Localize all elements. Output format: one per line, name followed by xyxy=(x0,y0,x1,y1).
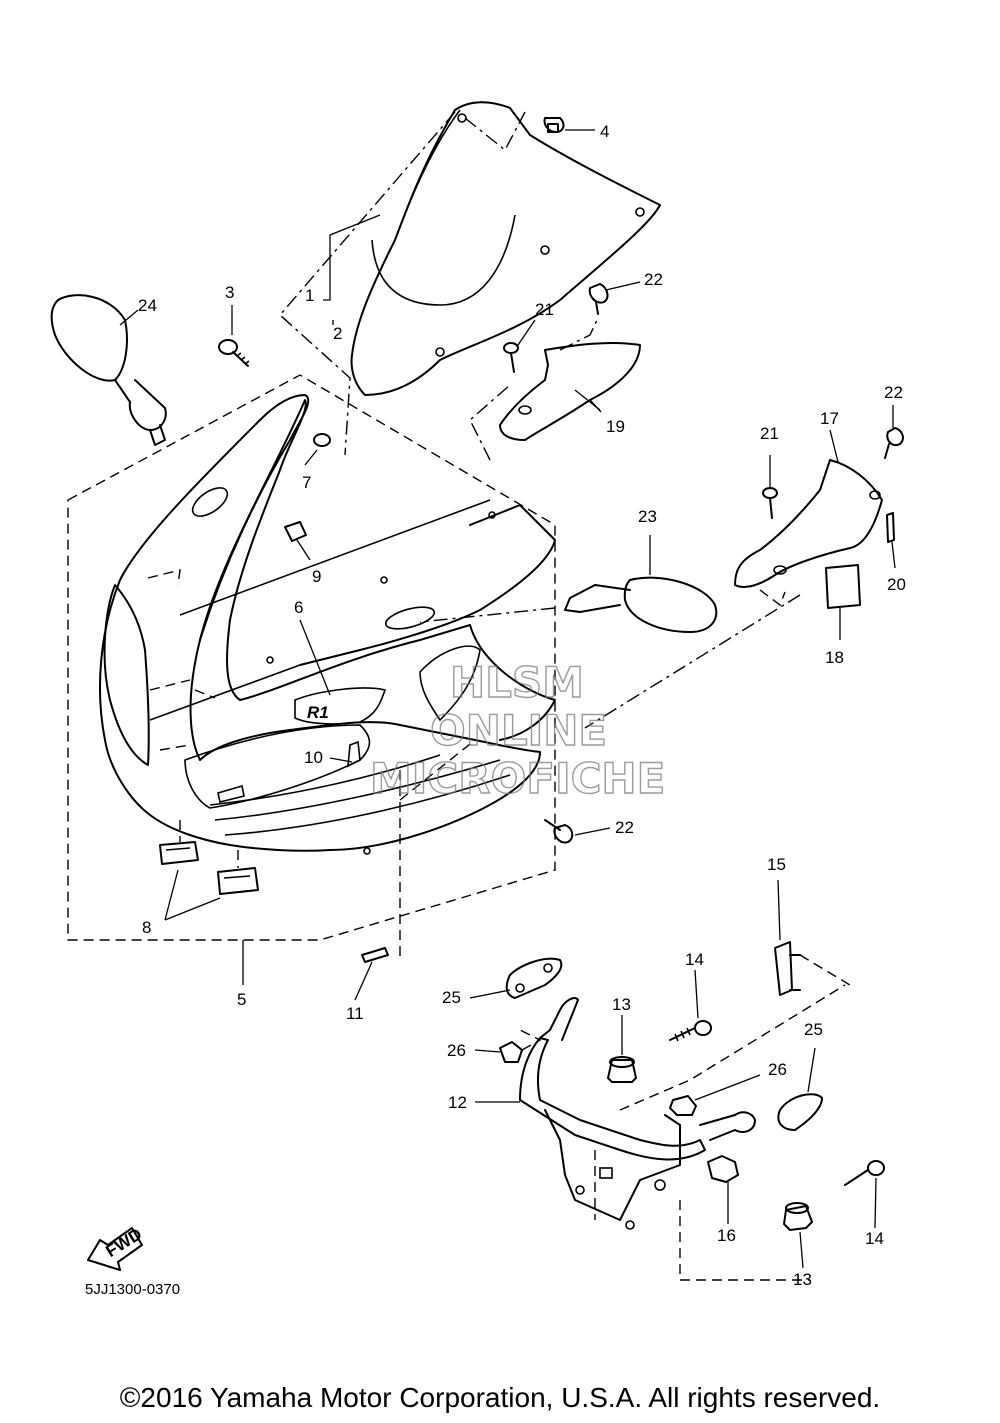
callout-26-right: 26 xyxy=(768,1060,787,1079)
callout-22-right: 22 xyxy=(884,383,903,402)
cowling-stay-part-12 xyxy=(519,984,846,1281)
damper-part-13-upper xyxy=(607,1056,637,1083)
nut-part-26-right xyxy=(669,1095,697,1116)
callout-6: 6 xyxy=(294,598,303,617)
side-panel-part-17 xyxy=(734,459,883,607)
emblem-part-6: R1 xyxy=(294,687,387,725)
rivet-part-22-right xyxy=(884,427,904,459)
fwd-label: FWD xyxy=(102,1224,145,1261)
forward-arrow-icon: FWD xyxy=(87,1224,145,1271)
rivet-part-22-upper xyxy=(588,281,641,315)
grommets-part-8 xyxy=(159,820,259,921)
plate-part-25-right xyxy=(777,1093,823,1131)
copyright-footer: ©2016 Yamaha Motor Corporation, U.S.A. A… xyxy=(119,1382,881,1413)
callout-3: 3 xyxy=(225,283,234,302)
callout-21-upper: 21 xyxy=(535,300,554,319)
screw-part-21-upper xyxy=(503,319,536,373)
callout-8: 8 xyxy=(142,918,151,937)
strip-part-20 xyxy=(886,512,895,543)
rivet-part-22-lower xyxy=(544,819,611,844)
strip-part-11 xyxy=(361,739,476,963)
nut-part-9 xyxy=(284,521,307,542)
washer-part-7 xyxy=(313,433,331,447)
watermark: HLSM ONLINE MICROFICHE xyxy=(369,657,666,803)
damper-part-13-lower xyxy=(783,1202,813,1231)
emblem-text: R1 xyxy=(307,703,329,722)
nut-part-26-left xyxy=(499,1029,542,1063)
nut-part-16 xyxy=(707,1155,739,1183)
screw-part-3 xyxy=(218,339,250,367)
callout-20: 20 xyxy=(887,575,906,594)
callout-26-left: 26 xyxy=(447,1041,466,1060)
callout-14-lower: 14 xyxy=(865,1229,884,1248)
bolt-part-14-lower xyxy=(844,1160,885,1186)
callout-15: 15 xyxy=(767,855,786,874)
callout-21-right: 21 xyxy=(760,424,779,443)
bracket-part-15 xyxy=(774,941,851,996)
inner-panel-part-19 xyxy=(469,317,641,461)
callout-13-lower: 13 xyxy=(793,1270,812,1289)
reference-code: 5JJ1300-0370 xyxy=(85,1281,181,1298)
callout-13-upper: 13 xyxy=(612,995,631,1014)
label-part-18 xyxy=(825,564,861,609)
bolt-part-14-upper xyxy=(669,1020,712,1042)
rivet-part-4 xyxy=(543,117,565,133)
callout-11: 11 xyxy=(346,1004,364,1023)
callout-22-upper: 22 xyxy=(644,270,663,289)
upper-cowling-part-5 xyxy=(67,374,556,985)
callout-2: 2 xyxy=(333,324,342,343)
callout-7: 7 xyxy=(302,473,311,492)
watermark-line-1: HLSM xyxy=(450,658,584,707)
callout-25-upper: 25 xyxy=(442,988,461,1007)
callout-4: 4 xyxy=(600,122,609,141)
callout-17: 17 xyxy=(820,409,839,428)
callout-16: 16 xyxy=(717,1226,736,1245)
callout-5: 5 xyxy=(237,990,246,1009)
windscreen xyxy=(279,101,661,456)
screw-part-21-right xyxy=(762,487,778,519)
callout-leaders xyxy=(231,129,896,1269)
watermark-line-2: ONLINE xyxy=(430,706,607,755)
callout-22-lower: 22 xyxy=(615,818,634,837)
callout-23: 23 xyxy=(638,507,657,526)
callout-12: 12 xyxy=(448,1093,467,1112)
watermark-line-3: MICROFICHE xyxy=(370,754,665,803)
left-mirror-part-24 xyxy=(50,294,167,446)
callout-18: 18 xyxy=(825,648,844,667)
plate-part-25-upper xyxy=(505,957,563,999)
callout-14-upper: 14 xyxy=(685,950,704,969)
callout-25-right: 25 xyxy=(804,1020,823,1039)
right-mirror-part-23 xyxy=(419,535,801,729)
callout-1: 1 xyxy=(305,286,314,305)
callout-10: 10 xyxy=(304,748,323,767)
callout-labels: 1 2 3 4 5 6 7 8 9 10 11 12 13 13 14 14 1… xyxy=(138,122,906,1289)
callout-24: 24 xyxy=(138,296,157,315)
callout-9: 9 xyxy=(312,567,321,586)
callout-19: 19 xyxy=(606,417,625,436)
